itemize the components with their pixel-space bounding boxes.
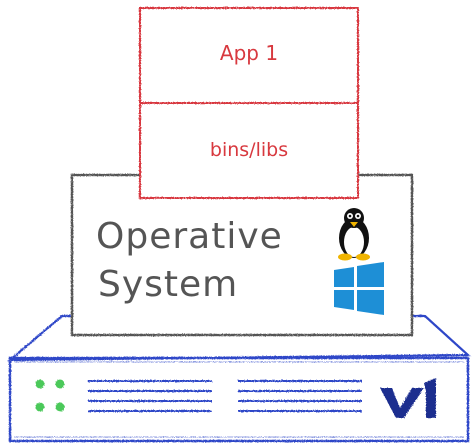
os-label-line2: System	[98, 264, 238, 305]
app-layer	[139, 7, 359, 199]
os-label-line1: Operative	[96, 216, 283, 257]
linux-tux-icon	[338, 208, 370, 261]
status-leds-icon	[35, 379, 65, 412]
app-label: App 1	[220, 41, 278, 65]
server-front-face	[8, 356, 470, 443]
server-layer	[6, 314, 471, 443]
app-box	[139, 7, 359, 104]
server-vent-lines	[88, 380, 362, 412]
libs-box	[139, 102, 359, 199]
windows-logo-icon	[334, 262, 384, 315]
libs-label: bins/libs	[210, 139, 288, 161]
brand-logo-icon	[380, 378, 436, 418]
